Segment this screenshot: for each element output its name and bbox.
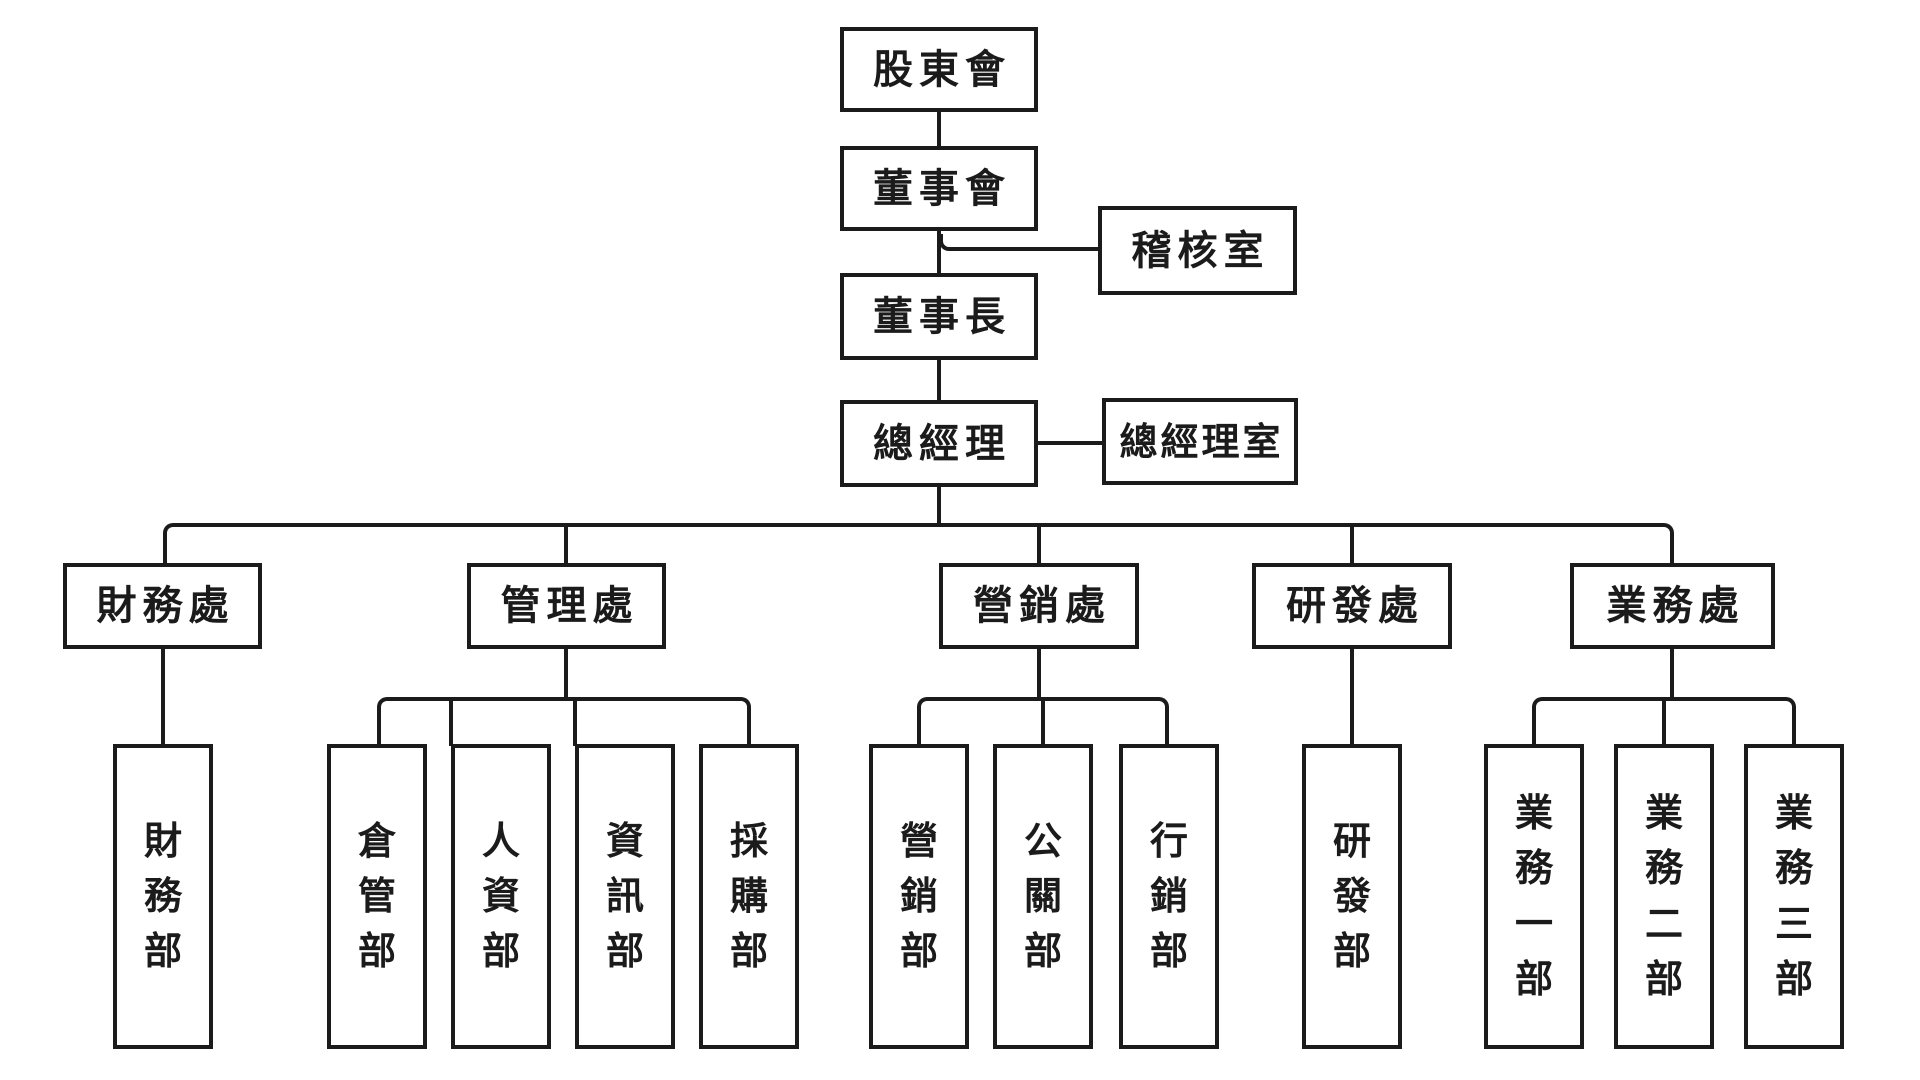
node-business-division: 業務處 bbox=[1570, 563, 1775, 649]
node-chairman: 董事長 bbox=[840, 273, 1038, 360]
node-pr-dept: 公 關 部 bbox=[993, 744, 1093, 1049]
node-audit-office: 稽核室 bbox=[1098, 206, 1297, 295]
node-marketing-sales-division: 營銷處 bbox=[939, 563, 1139, 649]
connector-shareholders-board bbox=[937, 112, 941, 148]
node-shareholders-label: 股東會 bbox=[873, 46, 1011, 93]
node-general-manager-label: 總經理 bbox=[873, 420, 1011, 467]
node-it-dept-label: 資 訊 部 bbox=[605, 818, 644, 974]
connector-gm-gm-office bbox=[1036, 441, 1102, 445]
node-warehouse-dept-label: 倉 管 部 bbox=[357, 818, 396, 974]
node-gm-office-label: 總經理室 bbox=[1119, 419, 1284, 464]
node-sales-dept: 營 銷 部 bbox=[869, 744, 969, 1049]
management-children-rail bbox=[377, 697, 751, 746]
node-rnd-division-label: 研發處 bbox=[1286, 583, 1424, 629]
node-purchasing-dept: 採 購 部 bbox=[699, 744, 799, 1049]
connector-rail-hr-dept bbox=[449, 699, 453, 746]
node-business-dept-2-label: 業 務 二 部 bbox=[1644, 791, 1683, 1001]
node-general-manager: 總經理 bbox=[840, 400, 1038, 487]
connector-finance-division-dept bbox=[161, 647, 165, 746]
connector-board-chairman bbox=[937, 229, 941, 275]
node-hr-dept-label: 人 資 部 bbox=[481, 818, 520, 974]
connector-rnd-division-dept bbox=[1350, 647, 1354, 746]
connector-chairman-gm bbox=[937, 358, 941, 402]
node-audit-office-label: 稽核室 bbox=[1131, 227, 1270, 274]
node-chairman-label: 董事長 bbox=[873, 293, 1011, 340]
connector-rail-marketing-sales-division bbox=[1037, 525, 1041, 565]
node-business-dept-1-label: 業 務 一 部 bbox=[1514, 791, 1553, 1001]
node-it-dept: 資 訊 部 bbox=[575, 744, 675, 1049]
node-marketing-sales-division-label: 營銷處 bbox=[973, 583, 1111, 629]
node-marketing-dept: 行 銷 部 bbox=[1119, 744, 1219, 1049]
node-management-division: 管理處 bbox=[467, 563, 666, 649]
node-business-division-label: 業務處 bbox=[1606, 583, 1745, 629]
node-hr-dept: 人 資 部 bbox=[451, 744, 551, 1049]
connector-marketing-sales-division-stub bbox=[1037, 647, 1041, 701]
node-finance-division-label: 財務處 bbox=[96, 583, 235, 629]
node-finance-dept-label: 財 務 部 bbox=[143, 818, 182, 974]
connector-rail-business-dept-2 bbox=[1662, 699, 1666, 746]
node-rnd-dept: 研 發 部 bbox=[1302, 744, 1402, 1049]
connector-management-division-stub bbox=[564, 647, 568, 701]
node-business-dept-3: 業 務 三 部 bbox=[1744, 744, 1844, 1049]
node-shareholders: 股東會 bbox=[840, 27, 1038, 112]
node-business-dept-2: 業 務 二 部 bbox=[1614, 744, 1714, 1049]
node-rnd-dept-label: 研 發 部 bbox=[1332, 818, 1371, 974]
connector-business-division-stub bbox=[1670, 647, 1674, 701]
connector-gm-division-rail bbox=[937, 485, 941, 527]
division-distribution-rail bbox=[163, 523, 1674, 567]
node-management-division-label: 管理處 bbox=[500, 583, 639, 629]
node-pr-dept-label: 公 關 部 bbox=[1023, 818, 1062, 974]
connector-rail-management-division bbox=[564, 525, 568, 565]
node-warehouse-dept: 倉 管 部 bbox=[327, 744, 427, 1049]
connector-rail-rnd-division bbox=[1350, 525, 1354, 565]
node-finance-division: 財務處 bbox=[63, 563, 262, 649]
node-marketing-dept-label: 行 銷 部 bbox=[1149, 818, 1188, 974]
node-board: 董事會 bbox=[840, 146, 1038, 231]
node-board-label: 董事會 bbox=[873, 165, 1011, 212]
connector-rail-pr-dept bbox=[1041, 699, 1045, 746]
node-business-dept-1: 業 務 一 部 bbox=[1484, 744, 1584, 1049]
connector-rail-it-dept bbox=[573, 699, 577, 746]
node-sales-dept-label: 營 銷 部 bbox=[899, 818, 938, 974]
node-rnd-division: 研發處 bbox=[1252, 563, 1452, 649]
connector-board-audit-office bbox=[939, 234, 1100, 251]
node-purchasing-dept-label: 採 購 部 bbox=[729, 818, 768, 974]
node-finance-dept: 財 務 部 bbox=[113, 744, 213, 1049]
node-gm-office: 總經理室 bbox=[1102, 398, 1298, 485]
node-business-dept-3-label: 業 務 三 部 bbox=[1774, 791, 1813, 1001]
